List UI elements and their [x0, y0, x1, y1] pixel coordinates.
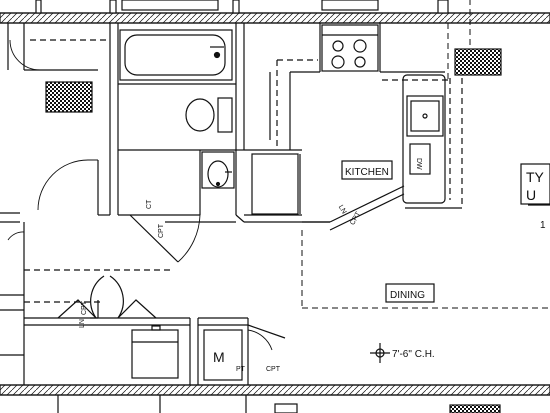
bathroom-sink — [201, 151, 235, 189]
cpt-label: CPT — [158, 223, 165, 238]
cpt-label-laundry: CPT — [266, 366, 281, 373]
kitchen — [244, 23, 463, 231]
kitchen-counter — [402, 74, 446, 204]
washer — [131, 329, 179, 379]
ln-label-closet: LN — [79, 319, 86, 328]
bathtub — [119, 29, 233, 81]
kitchen-label: KITCHEN — [345, 167, 389, 178]
bottom-wall — [0, 384, 550, 413]
pt-label: PT — [236, 366, 246, 373]
cooktop — [321, 24, 379, 72]
ln-label: LN — [337, 204, 348, 215]
bifold-door-left — [57, 299, 97, 319]
hvac-register-left — [45, 81, 93, 113]
closet-area — [24, 269, 286, 385]
door-swing-top-left — [9, 39, 41, 71]
dining-label-box — [385, 283, 435, 303]
ct-label: CT — [146, 199, 153, 209]
hvac-register-right — [454, 48, 502, 76]
left-walls — [0, 23, 110, 385]
dishwasher — [409, 143, 431, 175]
cpt-label-kitchen: CPT — [349, 210, 362, 226]
toilet — [185, 98, 215, 132]
ceiling-height-marker — [370, 343, 390, 363]
dw-label: DW — [415, 158, 422, 170]
meter-label: M — [213, 349, 225, 365]
unit-title-ty: TY — [526, 169, 545, 185]
dining-area-outline — [301, 0, 550, 309]
unit-title-u: U — [526, 187, 536, 203]
cpt-label-closet: CPT — [81, 300, 88, 315]
door-swing-left — [37, 159, 98, 211]
bathroom-door — [129, 214, 179, 263]
refrigerator — [251, 153, 299, 215]
ceiling-height-label: 7'-6" C.H. — [392, 349, 435, 360]
kitchen-sink — [406, 95, 444, 137]
bathroom — [98, 23, 245, 263]
top-wall — [0, 0, 550, 24]
unit-number: 1 — [540, 220, 546, 231]
dining-label: DINING — [390, 290, 425, 301]
kitchen-label-box — [341, 160, 393, 180]
